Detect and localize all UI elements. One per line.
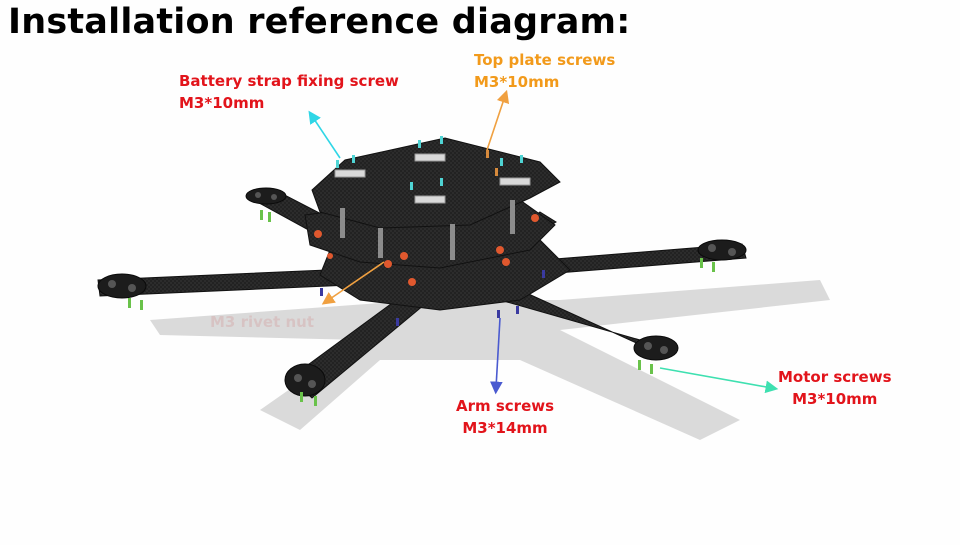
frame-shadow	[150, 280, 830, 440]
battery-strap-spec: M3*10mm	[179, 94, 265, 112]
battery-strap-blocks	[334, 153, 531, 204]
cyan-screws	[336, 136, 523, 190]
rivet-nut-arrow	[321, 261, 385, 305]
top-plate-spec: M3*10mm	[474, 73, 560, 91]
motor-screws-label: Motor screws	[778, 368, 892, 386]
motor-mount-rear-right	[633, 335, 679, 361]
arm-screws-label: Arm screws	[456, 397, 555, 415]
arm-screws-callout: Arm screws M3*14mm	[456, 395, 554, 439]
motor-screws-spec: M3*10mm	[792, 390, 878, 408]
motor-mount-rear-left	[284, 363, 326, 397]
top-plate-screw-heads	[486, 150, 498, 176]
top-plate	[311, 137, 561, 229]
top-plate-callout: Top plate screws M3*10mm	[474, 49, 615, 93]
motor-mount-right	[697, 239, 747, 261]
battery-strap-callout: Battery strap fixing screw M3*10mm	[179, 70, 399, 114]
arm-screws-arrow	[489, 317, 503, 395]
rivet-nuts	[314, 214, 539, 286]
standoffs	[340, 200, 515, 260]
arm-screws-spec: M3*14mm	[462, 419, 548, 437]
motor-mount-holes	[108, 192, 736, 388]
motor-mount-front-left	[245, 187, 287, 205]
battery-strap-label: Battery strap fixing screw	[179, 72, 399, 90]
top-plate-arrow	[486, 89, 510, 151]
motor-mount-left	[97, 273, 147, 299]
page-title: Installation reference diagram:	[8, 2, 631, 42]
motor-screws-callout: Motor screws M3*10mm	[778, 366, 892, 410]
top-plate-label: Top plate screws	[474, 51, 616, 69]
motor-screws-arrow	[659, 367, 779, 394]
arm-screw-heads	[320, 270, 545, 326]
battery-strap-arrow	[308, 110, 341, 159]
motor-screw-heads	[128, 210, 715, 406]
